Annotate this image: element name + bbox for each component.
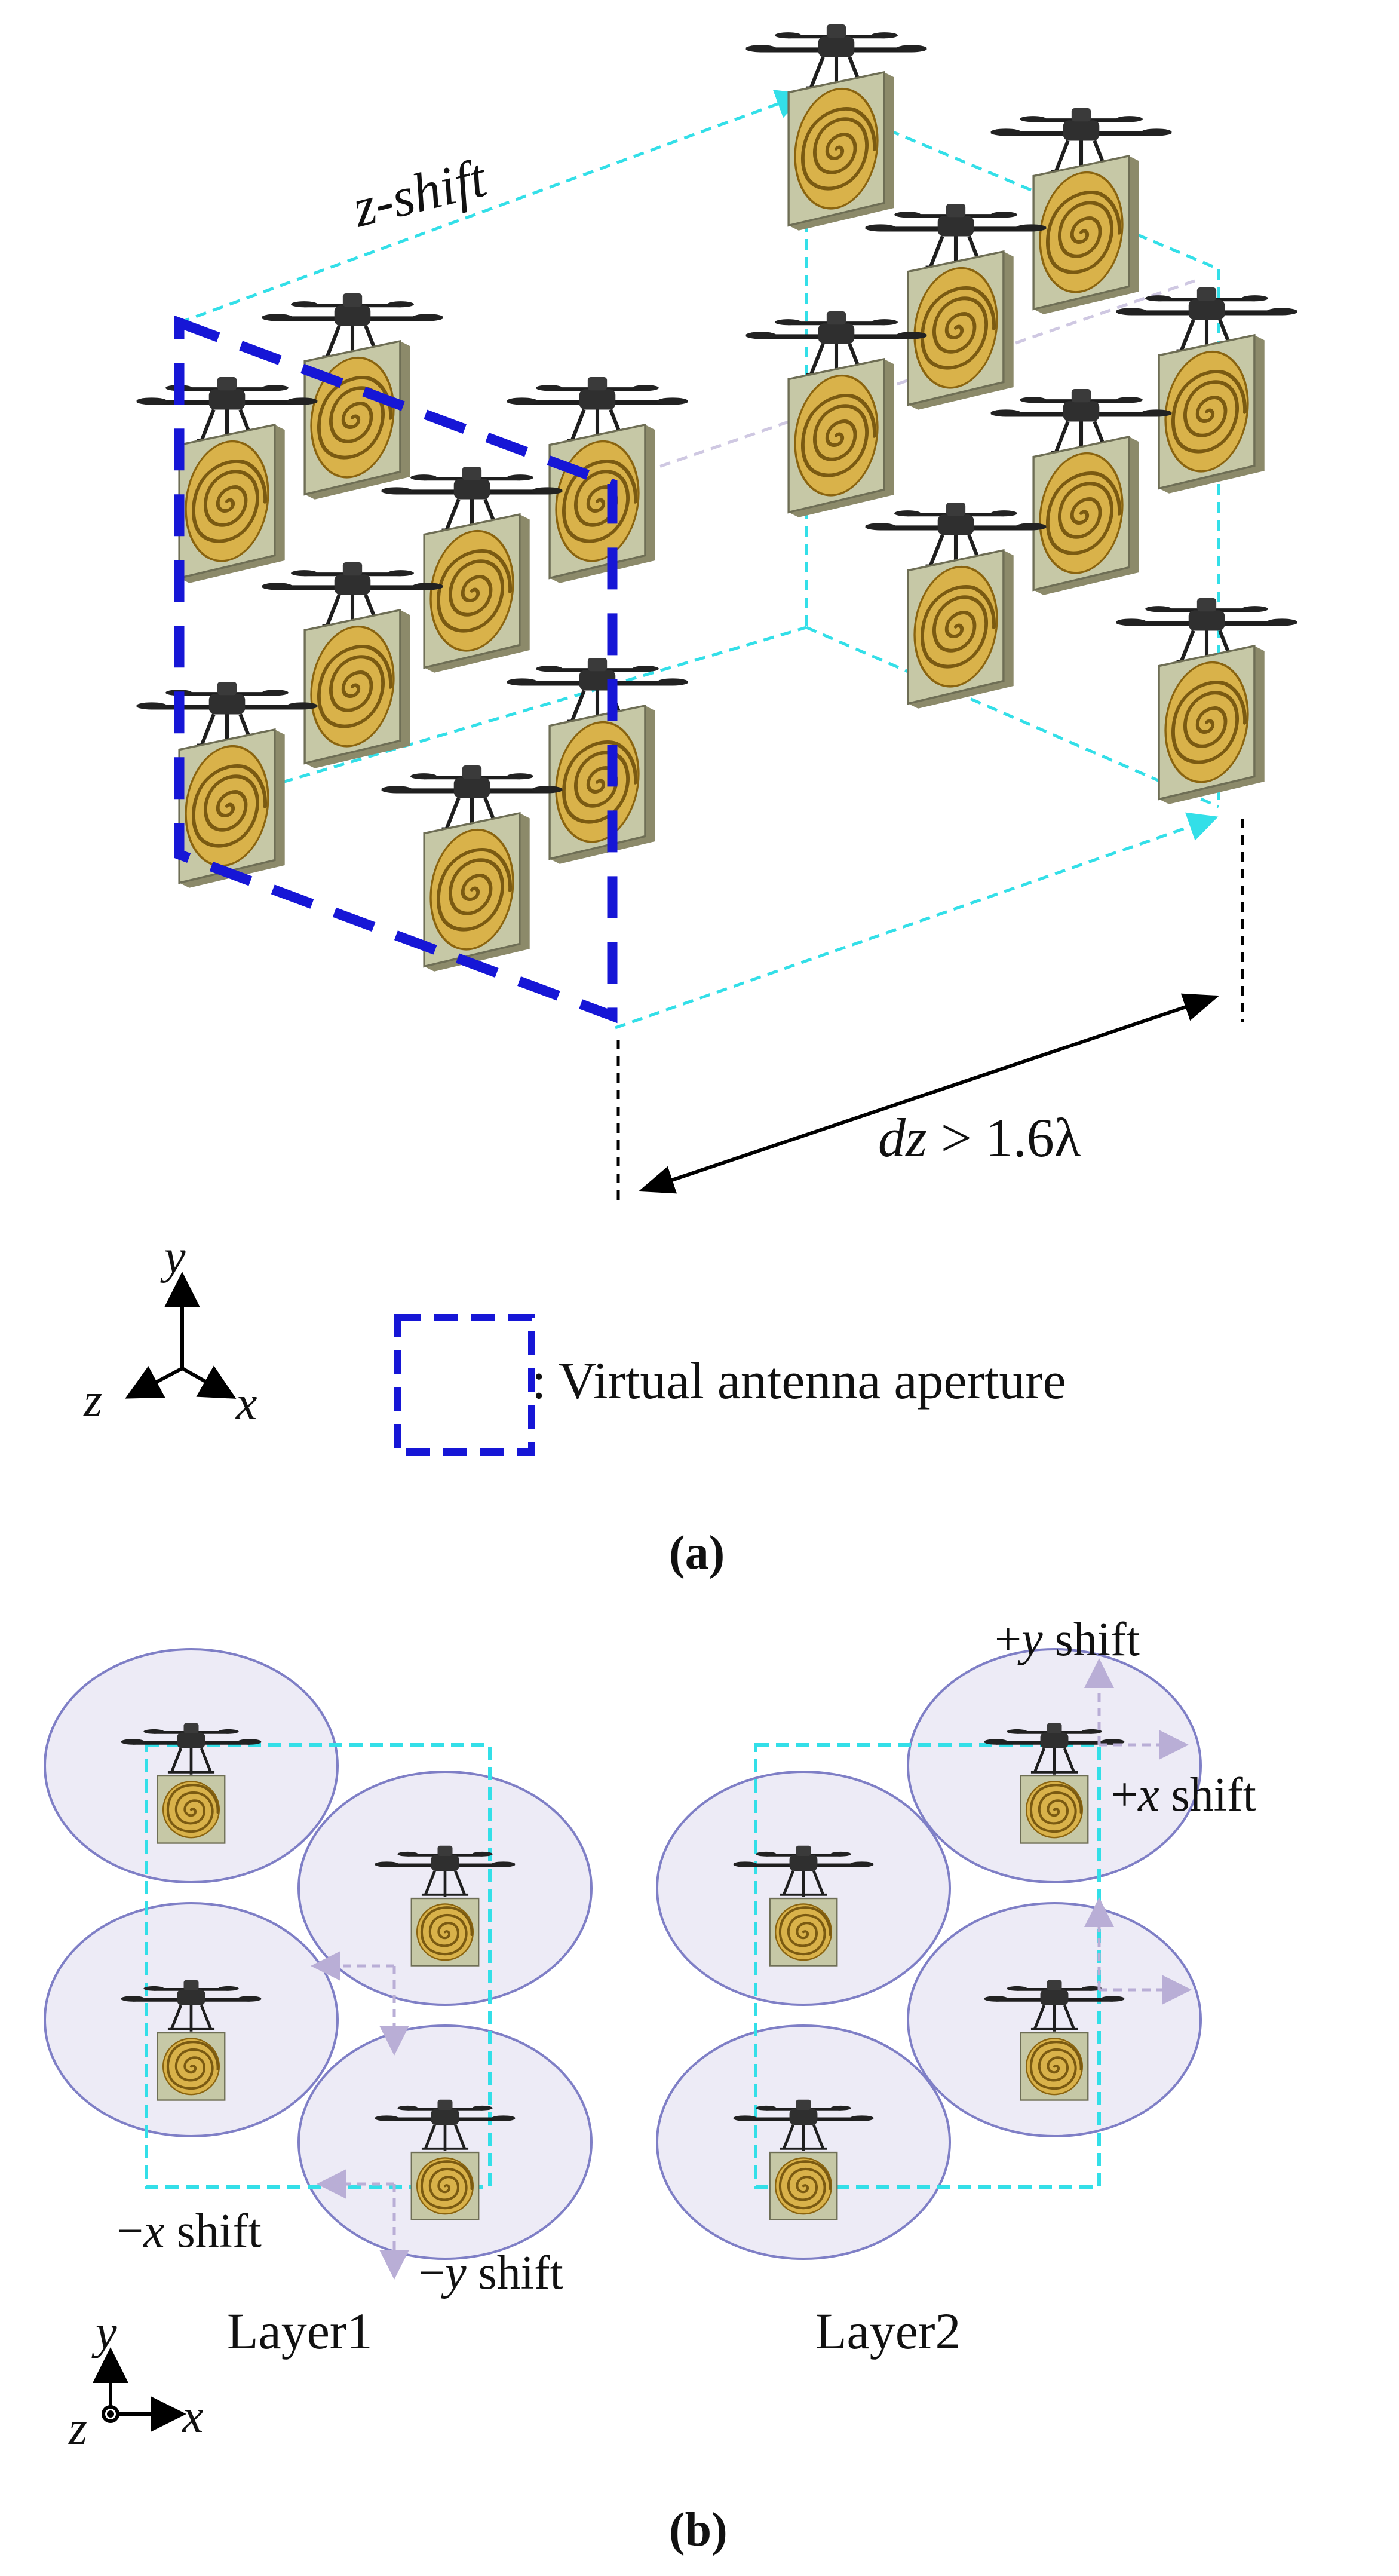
drone-icon [262,293,444,500]
axis-y-label-b: y [91,2307,117,2359]
drone-icon [262,562,444,768]
drone-icon [745,24,928,231]
axes-b [93,2347,186,2432]
z-shift-arrow-top [179,90,806,324]
panel-b: +y shift +x shift −x shift −y shift Laye… [44,1613,1256,2556]
drone-icon [990,108,1173,314]
plus-x-shift-label: +x shift [1111,1769,1256,1821]
layer2-group-outline [754,1743,1101,2189]
axis-z-label-b: z [68,2402,87,2455]
minus-x-shift-label: −x shift [116,2205,262,2258]
caption-b: (b) [669,2504,728,2556]
layer2-label: Layer2 [815,2302,961,2360]
axis-z-label: z [83,1374,102,1427]
z-shift-arrow-bottom [615,812,1219,1030]
legend-aperture-text: : Virtual antenna aperture [532,1352,1066,1410]
axes-a [125,1272,237,1399]
axis-x-label: x [235,1377,257,1430]
z-shift-diagonal-dashed [609,279,1195,486]
dz-dimension-arrow [638,993,1220,1194]
caption-a: (a) [669,1527,725,1579]
drone-icon [507,658,689,864]
layer2-units-3d [745,24,1298,804]
drone-icon [507,377,689,583]
shift-arrows [311,1658,1192,2280]
axis-y-label: y [160,1231,186,1284]
drone-icon [136,682,318,888]
virtual-antenna-aperture [174,315,618,1024]
legend-aperture-swatch [394,1314,535,1456]
axis-x-label-b: x [182,2390,204,2443]
drone-icon [745,311,928,517]
plus-y-shift-label: +y shift [995,1613,1140,1666]
drone-icon [990,389,1173,595]
drone-icon [136,377,318,583]
panel-a: z-shift dz > 1.6λ y z x : Virtual antenn… [83,24,1297,1579]
z-shift-label: z-shift [345,146,493,238]
layer1-label: Layer1 [227,2302,373,2360]
drone-icon [1116,287,1298,494]
drone-icon [865,503,1047,709]
dz-label: dz > 1.6λ [878,1107,1081,1168]
minus-y-shift-label: −y shift [418,2247,563,2299]
